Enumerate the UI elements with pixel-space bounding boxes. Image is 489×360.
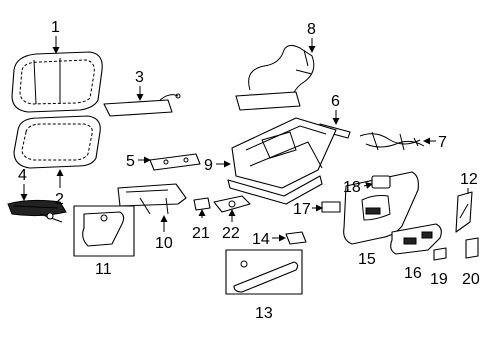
part-19-button (433, 247, 447, 261)
part-22-mount-plate (213, 195, 251, 213)
part-7-wire-harness (359, 131, 425, 151)
callout-5: 5 (126, 153, 135, 170)
callout-2: 2 (55, 191, 64, 208)
callout-8: 8 (307, 21, 316, 38)
callout-22: 22 (222, 225, 240, 242)
part-17-switch (321, 201, 341, 213)
part-21-clip (193, 197, 211, 211)
callout-4: 4 (18, 167, 27, 184)
part-10-rail-bracket (117, 183, 187, 215)
callout-17: 17 (293, 201, 311, 218)
callout-16: 16 (404, 265, 422, 282)
part-3-heater-pad (103, 93, 181, 117)
callout-3: 3 (135, 69, 144, 86)
part-11-trim-panel (73, 205, 135, 257)
callout-9: 9 (204, 157, 213, 174)
callout-20: 20 (462, 271, 480, 288)
callout-21: 21 (192, 225, 210, 242)
part-4-bracket (7, 199, 67, 223)
part-16-switch-panel (390, 223, 442, 255)
part-5-bracket-plate (149, 153, 201, 171)
callout-19: 19 (430, 271, 448, 288)
callout-18: 18 (343, 179, 361, 196)
part-18-knob (371, 175, 391, 189)
callout-12: 12 (460, 171, 478, 188)
callout-1: 1 (51, 19, 60, 36)
callout-6: 6 (331, 93, 340, 110)
callout-14: 14 (252, 231, 270, 248)
part-13-handle (225, 249, 303, 295)
part-9-seat-frame (227, 117, 337, 205)
part-2-seat-cushion (13, 115, 101, 169)
callout-10: 10 (155, 235, 173, 252)
part-8-frame-wire (235, 44, 315, 111)
part-20-cap (465, 237, 479, 259)
callout-7: 7 (438, 134, 447, 151)
part-12-trim-strip (455, 191, 473, 233)
part-1-seat-cover (11, 51, 103, 113)
callout-15: 15 (358, 251, 376, 268)
callout-11: 11 (95, 261, 112, 278)
callout-13: 13 (255, 305, 273, 322)
part-14-clip (285, 231, 307, 245)
